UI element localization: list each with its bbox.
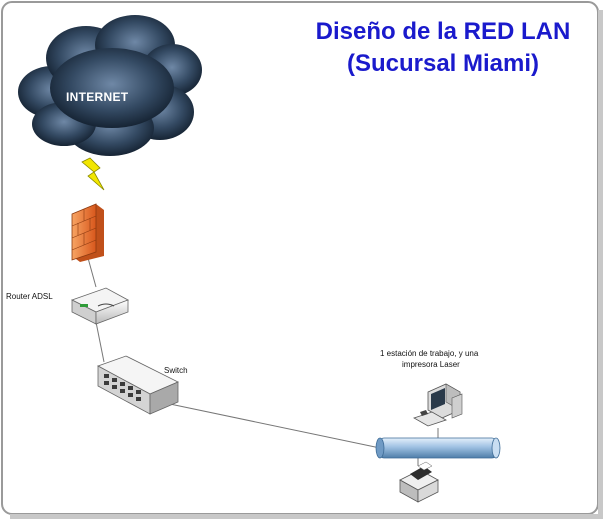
frame-shadow-bottom <box>10 514 603 519</box>
lightning-icon <box>81 157 105 191</box>
diagram-title: Diseño de la RED LAN <box>315 18 571 45</box>
lan-bus <box>375 437 501 459</box>
switch-label: Switch <box>164 366 188 375</box>
workstation-label-line1: 1 estación de trabajo, y una <box>380 349 479 358</box>
firewall-icon <box>71 203 104 262</box>
switch-icon <box>97 355 179 415</box>
link-firewall-router <box>87 257 97 288</box>
internet-cloud <box>18 15 202 156</box>
diagram-subtitle: (Sucursal Miami) <box>346 50 540 77</box>
link-switch-bus <box>169 403 381 449</box>
router-icon <box>70 287 129 325</box>
workstation-label-line2: impresora Laser <box>402 360 460 369</box>
frame-shadow <box>598 10 603 518</box>
printer-icon <box>399 461 439 503</box>
internet-label: INTERNET <box>66 90 129 104</box>
router-label: Router ADSL <box>6 292 53 301</box>
link-router-switch <box>95 321 105 363</box>
workstation-icon <box>413 383 463 427</box>
